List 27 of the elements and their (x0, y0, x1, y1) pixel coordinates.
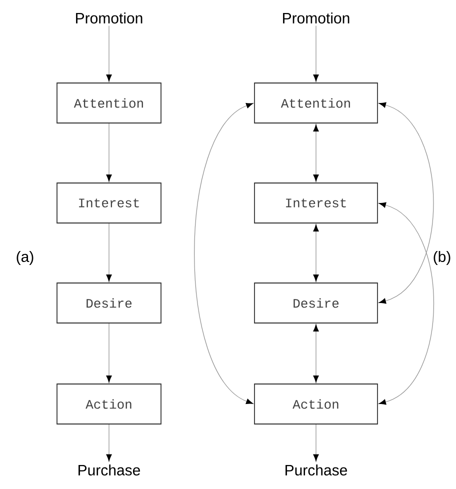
process-box: Action (254, 384, 378, 424)
arrow (106, 123, 112, 182)
process-box: Attention (56, 82, 162, 124)
stage-text: Promotion (76, 12, 142, 24)
arrow (313, 124, 319, 182)
arrow (313, 25, 319, 82)
panel-label: (b) (434, 251, 450, 265)
stage-text: Promotion (283, 12, 350, 24)
arrow (313, 324, 319, 383)
arrow (313, 224, 319, 282)
process-box: Interest (254, 182, 378, 224)
process-box: Interest (56, 182, 162, 224)
arrow (106, 223, 112, 282)
stage-text: Purchase (78, 464, 140, 476)
curved-arrow (378, 202, 434, 405)
arrow (106, 424, 112, 462)
panel-label: (a) (16, 251, 34, 265)
process-box: Action (56, 384, 162, 424)
arrow (313, 424, 319, 462)
process-box: Attention (254, 82, 378, 124)
stage-text: Purchase (286, 464, 347, 476)
arrow (106, 25, 112, 82)
arrow (106, 323, 112, 383)
process-box: Desire (56, 282, 162, 324)
curved-arrow (378, 102, 434, 304)
process-box: Desire (254, 282, 378, 324)
curved-arrow (194, 103, 254, 404)
